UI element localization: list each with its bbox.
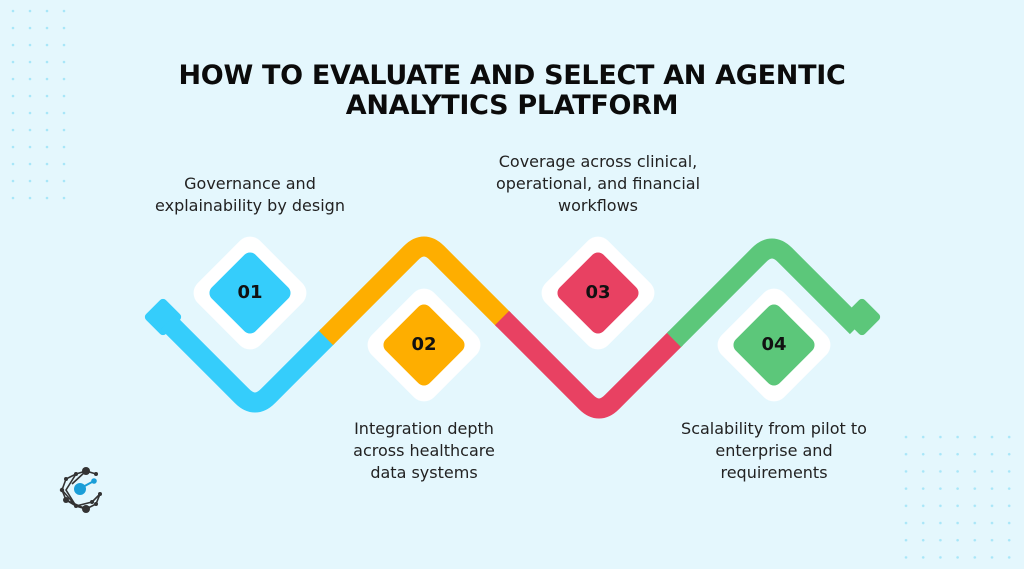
step-3-diamond bbox=[541, 236, 655, 350]
page-title: HOW TO EVALUATE AND SELECT AN AGENTIC AN… bbox=[0, 61, 1024, 121]
title-line-2: ANALYTICS PLATFORM bbox=[345, 90, 679, 121]
step-2-diamond bbox=[367, 288, 481, 402]
network-nodes-icon bbox=[59, 467, 102, 513]
title-line-1: HOW TO EVALUATE AND SELECT AN AGENTIC bbox=[178, 60, 846, 91]
step-4-diamond bbox=[717, 288, 831, 402]
step-2-label: Integration depth across healthcare data… bbox=[353, 419, 495, 482]
step-1-diamond bbox=[193, 236, 307, 350]
step-3-label: Coverage across clinical, operational, a… bbox=[495, 152, 701, 215]
step-2-number: 02 bbox=[411, 334, 437, 355]
step-1-label: Governance and explainability by design bbox=[155, 174, 345, 215]
step-3-number: 03 bbox=[585, 282, 611, 303]
end-cap bbox=[843, 298, 881, 336]
step-4-number: 04 bbox=[761, 334, 787, 355]
step-4-label: Scalability from pilot to enterprise and… bbox=[681, 419, 867, 482]
step-1-number: 01 bbox=[237, 282, 263, 303]
